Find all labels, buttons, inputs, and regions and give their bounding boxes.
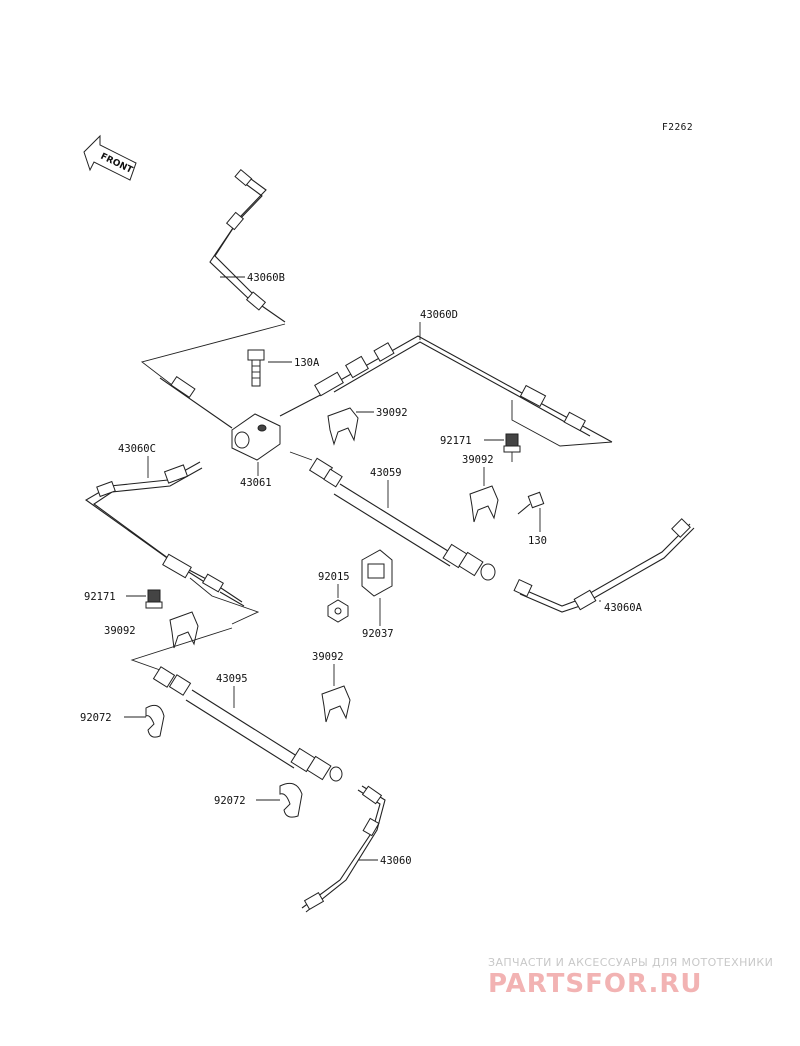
brake-line-43060	[301, 785, 386, 913]
clip-39092-b	[469, 485, 499, 523]
guide-line	[130, 627, 233, 671]
watermark-logo: PARTSFOR.RU	[488, 969, 702, 999]
guide-line	[511, 400, 613, 447]
label-43060d: 43060D	[420, 309, 458, 321]
label-92171-a: 92171	[440, 435, 472, 447]
nut-92015	[327, 599, 349, 623]
label-43060b: 43060B	[247, 272, 285, 284]
diagram-code: F2262	[662, 122, 693, 133]
label-92171-b: 92171	[84, 591, 116, 603]
brake-line-43060b	[209, 168, 286, 323]
label-43095: 43095	[216, 673, 248, 685]
label-43060c: 43060C	[118, 443, 156, 455]
clamp-92072-a	[145, 704, 165, 738]
label-92015: 92015	[318, 571, 350, 583]
clip-39092-d	[321, 685, 351, 723]
guide-line	[189, 577, 260, 625]
brake-line-43060a	[513, 518, 695, 613]
label-92072-b: 92072	[214, 795, 246, 807]
brake-hose-43095	[152, 666, 343, 782]
label-130a: 130A	[294, 357, 320, 369]
label-92037: 92037	[362, 628, 394, 640]
clip-39092-c	[169, 611, 199, 649]
label-39092-a: 39092	[376, 407, 408, 419]
three-way-joint-43061	[159, 376, 331, 461]
clamp-92072-b	[279, 782, 303, 818]
label-43059: 43059	[370, 467, 402, 479]
label-39092-b: 39092	[462, 454, 494, 466]
label-39092-c: 39092	[104, 625, 136, 637]
brake-line-43060d	[314, 335, 613, 443]
label-43060: 43060	[380, 855, 412, 867]
label-92072-a: 92072	[80, 712, 112, 724]
clamp-92171-a	[503, 433, 521, 462]
label-130: 130	[528, 535, 547, 547]
clamp-92171-b	[145, 589, 163, 609]
label-39092-d: 39092	[312, 651, 344, 663]
brake-hose-43059	[289, 451, 496, 581]
label-43061: 43061	[240, 477, 272, 489]
watermark-tagline: ЗАПЧАСТИ И АКСЕССУАРЫ ДЛЯ МОТОТЕХНИКИ	[488, 956, 773, 969]
clamp-92037	[361, 549, 393, 597]
label-43060a: 43060A	[604, 602, 643, 614]
bolt-130a	[247, 349, 265, 387]
front-arrow-icon: FRONT	[83, 134, 137, 181]
brake-line-43060c	[84, 461, 245, 607]
bolt-130	[517, 491, 545, 515]
clip-39092-a	[327, 407, 359, 446]
guide-line	[140, 323, 286, 386]
